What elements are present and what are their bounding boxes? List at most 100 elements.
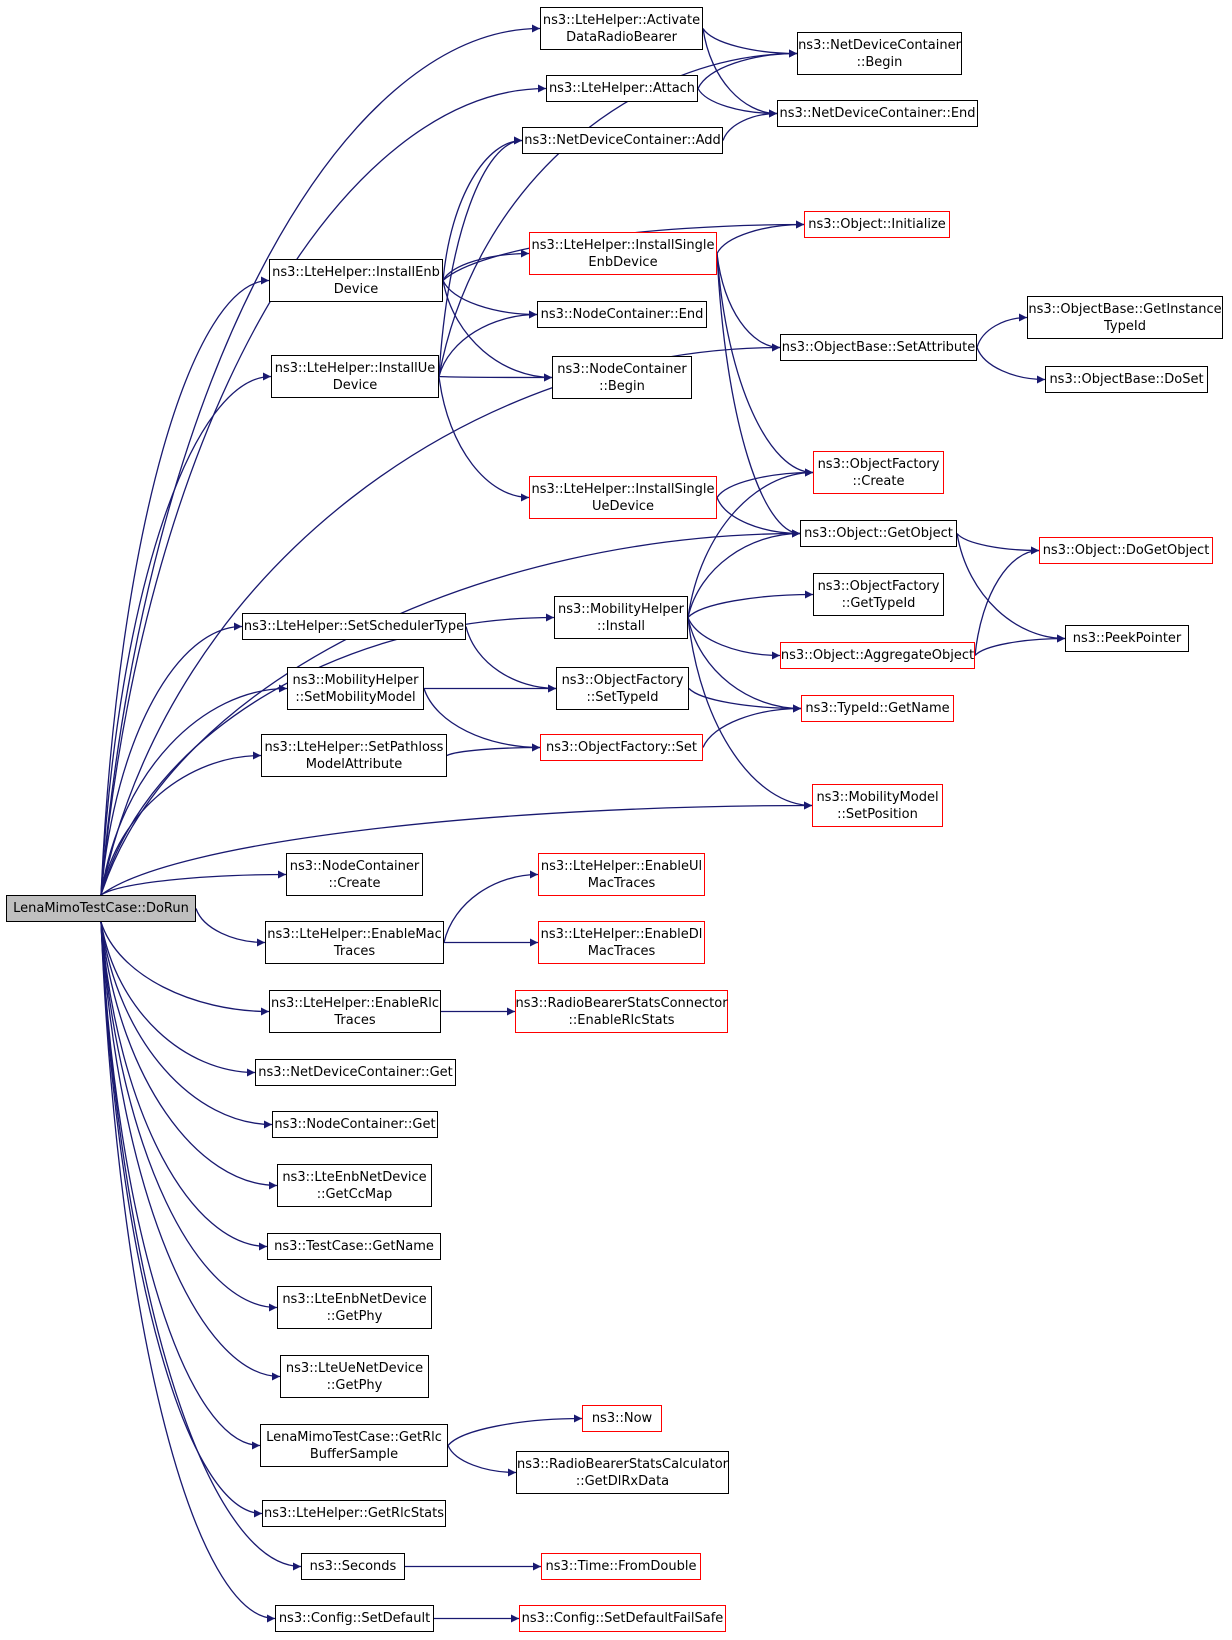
node-label-line: ns3::Object::AggregateObject: [780, 648, 975, 663]
node-set-sched[interactable]: ns3::LteHelper::SetSchedulerType: [242, 613, 466, 640]
node-ndc-begin[interactable]: ns3::NetDeviceContainer::Begin: [797, 32, 962, 75]
node-label-line: LenaMimoTestCase::DoRun: [13, 901, 189, 916]
node-label-line: ns3::NetDeviceContainer: [798, 37, 961, 53]
node-label-line: ns3::LteHelper::InstallUe: [274, 360, 436, 376]
edge-root-to-nc-get: [100, 921, 273, 1129]
node-typeid-getname[interactable]: ns3::TypeId::GetName: [801, 695, 954, 722]
edge-attach-to-ndc-end: [697, 88, 778, 118]
node-rbscalc-getdl[interactable]: ns3::RadioBearerStatsCalculator::GetDlRx…: [516, 1451, 729, 1494]
edge-of-settypeid-to-typeid-getname: [688, 688, 802, 713]
edge-install-enb-to-install-single-enb: [442, 249, 530, 281]
node-of-gettypeid[interactable]: ns3::ObjectFactory::GetTypeId: [813, 573, 944, 616]
node-objbase-setattr[interactable]: ns3::ObjectBase::SetAttribute: [780, 334, 977, 361]
edge-root-to-install-ue: [100, 372, 272, 896]
node-nc-begin[interactable]: ns3::NodeContainer::Begin: [552, 356, 692, 399]
edge-root-to-ndc-get: [100, 921, 256, 1077]
node-enb-getccmap[interactable]: ns3::LteEnbNetDevice::GetCcMap: [277, 1164, 432, 1207]
node-label-line: Traces: [333, 943, 376, 959]
node-tc-getname[interactable]: ns3::TestCase::GetName: [267, 1233, 441, 1260]
node-label-line: ns3::Config::SetDefaultFailSafe: [521, 1611, 724, 1626]
node-nc-get[interactable]: ns3::NodeContainer::Get: [272, 1111, 438, 1138]
node-of-settypeid[interactable]: ns3::ObjectFactory::SetTypeId: [556, 667, 689, 710]
node-label-line: ns3::Object::Initialize: [808, 217, 946, 232]
node-label-line: ns3::RadioBearerStatsCalculator: [516, 1456, 729, 1472]
node-label-line: ns3::NodeContainer: [557, 361, 687, 377]
node-label-line: UeDevice: [592, 498, 654, 514]
node-now[interactable]: ns3::Now: [582, 1405, 662, 1432]
node-get-rlcstats[interactable]: ns3::LteHelper::GetRlcStats: [262, 1500, 446, 1527]
node-mob-setmodel[interactable]: ns3::MobilityHelper::SetMobilityModel: [287, 667, 424, 710]
node-label-line: ns3::LteHelper::InstallSingle: [531, 481, 715, 497]
node-label-line: ns3::LteEnbNetDevice: [282, 1291, 427, 1307]
node-rbsc-enable[interactable]: ns3::RadioBearerStatsConnector::EnableRl…: [515, 990, 728, 1033]
edge-mob-install-to-of-create: [687, 468, 814, 618]
node-label-line: ::SetPosition: [837, 806, 918, 822]
node-label-line: MacTraces: [587, 943, 656, 959]
node-label-line: ::GetCcMap: [316, 1186, 393, 1202]
node-label-line: DataRadioBearer: [566, 29, 677, 45]
edge-activate-to-ndc-begin: [702, 28, 798, 58]
node-label-line: ::Create: [328, 875, 381, 891]
node-label-line: ns3::LteHelper::EnableRlc: [271, 995, 439, 1011]
edge-install-ue-to-nc-end: [438, 310, 538, 377]
node-nc-end[interactable]: ns3::NodeContainer::End: [537, 301, 707, 328]
node-ndc-add[interactable]: ns3::NetDeviceContainer::Add: [522, 127, 723, 154]
edge-mob-install-to-typeid-getname: [687, 617, 802, 713]
node-of-create[interactable]: ns3::ObjectFactory::Create: [813, 451, 944, 494]
node-label-line: ns3::LteHelper::Attach: [548, 81, 696, 96]
edge-root-to-mob-setmodel: [100, 684, 288, 896]
node-label-line: ::GetDlRxData: [575, 1473, 670, 1489]
node-label-line: ns3::LteHelper::EnableUl: [540, 858, 703, 874]
node-ue-getphy[interactable]: ns3::LteUeNetDevice::GetPhy: [280, 1355, 429, 1398]
node-peekpointer[interactable]: ns3::PeekPointer: [1065, 625, 1189, 652]
node-label-line: BufferSample: [309, 1446, 399, 1462]
node-label-line: ::GetPhy: [326, 1308, 383, 1324]
node-objbase-doset[interactable]: ns3::ObjectBase::DoSet: [1045, 366, 1208, 393]
node-ndc-end[interactable]: ns3::NetDeviceContainer::End: [777, 100, 978, 127]
node-label-line: ::SetTypeId: [586, 689, 659, 705]
node-config-failsafe[interactable]: ns3::Config::SetDefaultFailSafe: [519, 1605, 726, 1632]
edge-root-to-set-pathloss: [100, 751, 262, 896]
node-obj-dogetobject[interactable]: ns3::Object::DoGetObject: [1039, 537, 1213, 564]
node-label-line: ::Begin: [599, 378, 645, 394]
node-label-line: ns3::LteEnbNetDevice: [282, 1169, 427, 1185]
node-root[interactable]: LenaMimoTestCase::DoRun: [6, 895, 196, 922]
node-ndc-get[interactable]: ns3::NetDeviceContainer::Get: [255, 1059, 456, 1086]
node-label-line: ns3::ObjectFactory: [561, 672, 684, 688]
node-nc-create[interactable]: ns3::NodeContainer::Create: [286, 853, 423, 896]
edge-root-to-seconds: [100, 921, 302, 1571]
node-label-line: Device: [332, 377, 378, 393]
node-mob-install[interactable]: ns3::MobilityHelper::Install: [554, 596, 688, 639]
node-label-line: ModelAttribute: [305, 756, 403, 772]
node-label-line: ns3::Object::DoGetObject: [1042, 543, 1210, 558]
node-label-line: ns3::LteHelper::InstallEnb: [272, 264, 440, 280]
node-enb-getphy[interactable]: ns3::LteEnbNetDevice::GetPhy: [277, 1286, 432, 1329]
node-time-fromdouble[interactable]: ns3::Time::FromDouble: [541, 1553, 701, 1580]
edge-root-to-mm-setpos: [100, 801, 813, 896]
node-mm-setpos[interactable]: ns3::MobilityModel::SetPosition: [812, 784, 943, 827]
node-label-line: ns3::Time::FromDouble: [545, 1559, 697, 1574]
node-of-set[interactable]: ns3::ObjectFactory::Set: [540, 734, 703, 761]
node-obj-aggregate[interactable]: ns3::Object::AggregateObject: [780, 642, 975, 669]
node-attach[interactable]: ns3::LteHelper::Attach: [546, 75, 698, 102]
node-config-setdefault[interactable]: ns3::Config::SetDefault: [275, 1605, 434, 1632]
edge-root-to-enable-rlc: [100, 921, 270, 1016]
node-label-line: ns3::LteUeNetDevice: [285, 1360, 424, 1376]
edge-mob-install-to-of-gettypeid: [687, 590, 814, 618]
node-obj-init[interactable]: ns3::Object::Initialize: [804, 211, 950, 238]
node-seconds[interactable]: ns3::Seconds: [301, 1553, 405, 1580]
node-obj-getobject[interactable]: ns3::Object::GetObject: [800, 520, 957, 547]
